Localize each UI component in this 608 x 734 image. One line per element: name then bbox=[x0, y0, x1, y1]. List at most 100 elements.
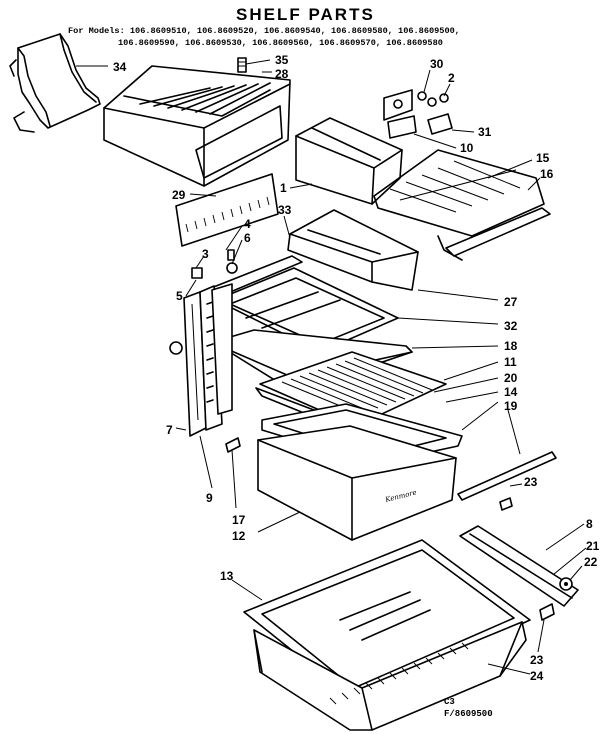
part-22-roller bbox=[559, 577, 573, 591]
models-line-1: For Models: 106.8609510, 106.8609520, 10… bbox=[68, 26, 460, 36]
bin-rib bbox=[401, 667, 409, 675]
wire-rod bbox=[437, 167, 505, 195]
part-4-screw bbox=[227, 249, 235, 261]
part-29-front-trim bbox=[175, 173, 279, 247]
bin-rib bbox=[329, 697, 337, 705]
trim-mark bbox=[203, 217, 207, 227]
callout-16: 16 bbox=[540, 167, 554, 181]
trim-hatch bbox=[185, 196, 270, 233]
shelf-stripe bbox=[317, 369, 397, 403]
upright-hole bbox=[206, 315, 214, 319]
upright-hole bbox=[206, 371, 214, 375]
callout-12: 12 bbox=[232, 529, 246, 543]
part-24-bottom-bin bbox=[253, 621, 527, 731]
leader-lines bbox=[76, 59, 587, 675]
callout-28: 28 bbox=[275, 67, 289, 81]
bin-rib bbox=[389, 672, 397, 680]
shelf-stripe bbox=[335, 363, 415, 397]
callout-11: 11 bbox=[504, 355, 517, 369]
drawer-slat bbox=[167, 85, 235, 109]
upright-hole bbox=[206, 385, 214, 389]
callout-2: 2 bbox=[448, 71, 455, 85]
part-19-rod bbox=[457, 451, 557, 501]
callout-23-upper: 23 bbox=[524, 475, 538, 489]
part-15-wire-shelf bbox=[373, 149, 545, 261]
callout-20: 20 bbox=[504, 371, 518, 385]
part-30-hinge-bracket bbox=[383, 89, 413, 121]
part-27-meat-keeper bbox=[287, 209, 419, 291]
wire-rod bbox=[389, 188, 457, 213]
upright-hole bbox=[206, 329, 214, 333]
footer-ref: F/8609500 bbox=[444, 709, 493, 719]
bin-rib bbox=[353, 687, 361, 695]
bin-rib bbox=[365, 682, 373, 690]
callout-27: 27 bbox=[504, 295, 518, 309]
callout-7: 7 bbox=[166, 423, 173, 437]
shelf-stripe bbox=[353, 357, 433, 391]
footer-code: C3 bbox=[444, 697, 455, 707]
callout-4: 4 bbox=[244, 217, 251, 231]
wire-rod bbox=[421, 174, 489, 201]
shelf-stripe bbox=[344, 360, 424, 394]
part-34-side-bracket bbox=[9, 33, 101, 133]
drawer-slat bbox=[181, 84, 247, 111]
wire-rod bbox=[405, 181, 473, 207]
part-31-clip bbox=[427, 113, 453, 135]
part-2-cam-pieces bbox=[417, 91, 449, 107]
trim-mark bbox=[248, 202, 252, 212]
bin-ribs bbox=[329, 642, 469, 705]
part-5-bracket bbox=[211, 283, 233, 415]
part-21-slide-rail bbox=[459, 525, 579, 607]
part-28-upper-drawer bbox=[103, 65, 291, 187]
callout-18: 18 bbox=[504, 339, 518, 353]
callout-33: 33 bbox=[278, 203, 292, 217]
part-35-screw bbox=[237, 57, 247, 73]
part-17-screw bbox=[225, 437, 241, 453]
callout-17: 17 bbox=[232, 513, 246, 527]
bin-rib bbox=[449, 647, 457, 655]
callout-35: 35 bbox=[275, 53, 289, 67]
trim-mark bbox=[185, 223, 189, 233]
part-13-glass-cover bbox=[243, 539, 531, 701]
callout-1: 1 bbox=[280, 181, 287, 195]
bin-rib bbox=[425, 657, 433, 665]
shelf-stripe bbox=[290, 378, 370, 412]
callout-30: 30 bbox=[430, 57, 444, 71]
callout-24: 24 bbox=[530, 669, 544, 683]
shelf-stripe bbox=[308, 372, 388, 406]
callout-21: 21 bbox=[586, 539, 600, 553]
drawer-slat bbox=[209, 82, 271, 115]
callout-5: 5 bbox=[176, 289, 183, 303]
part-clip-left bbox=[169, 341, 183, 355]
callout-29: 29 bbox=[172, 188, 186, 202]
part-3-clip bbox=[191, 267, 203, 279]
upright-hole bbox=[206, 343, 214, 347]
callout-9: 9 bbox=[206, 491, 213, 505]
callout-32: 32 bbox=[504, 319, 518, 333]
callout-31: 31 bbox=[478, 125, 492, 139]
callout-6: 6 bbox=[244, 231, 251, 245]
models-line-2: 106.8609590, 106.8609530, 106.8609560, 1… bbox=[118, 38, 443, 48]
drawer-slat bbox=[153, 86, 223, 107]
bin-rib bbox=[341, 692, 349, 700]
upright-hole bbox=[206, 357, 214, 361]
bin-rib bbox=[377, 677, 385, 685]
callout-34: 34 bbox=[113, 60, 127, 74]
part-12-crisper-drawer: Kenmore bbox=[257, 425, 457, 541]
part-23-screw-upper bbox=[499, 497, 513, 511]
callout-8: 8 bbox=[586, 517, 593, 531]
wire-rod bbox=[399, 169, 517, 201]
wire-shelf-rods bbox=[389, 160, 521, 213]
upright-hole bbox=[206, 399, 214, 403]
callout-3: 3 bbox=[202, 247, 209, 261]
part-16-rail bbox=[445, 207, 551, 257]
wire-rod bbox=[453, 160, 521, 189]
shelf-stripe bbox=[299, 375, 379, 409]
drawer-slat bbox=[139, 87, 211, 105]
callout-23-lower: 23 bbox=[530, 653, 544, 667]
callout-15: 15 bbox=[536, 151, 550, 165]
bin-rib bbox=[413, 662, 421, 670]
drawer-slats bbox=[139, 82, 271, 115]
callout-10: 10 bbox=[460, 141, 474, 155]
callout-13: 13 bbox=[220, 569, 234, 583]
